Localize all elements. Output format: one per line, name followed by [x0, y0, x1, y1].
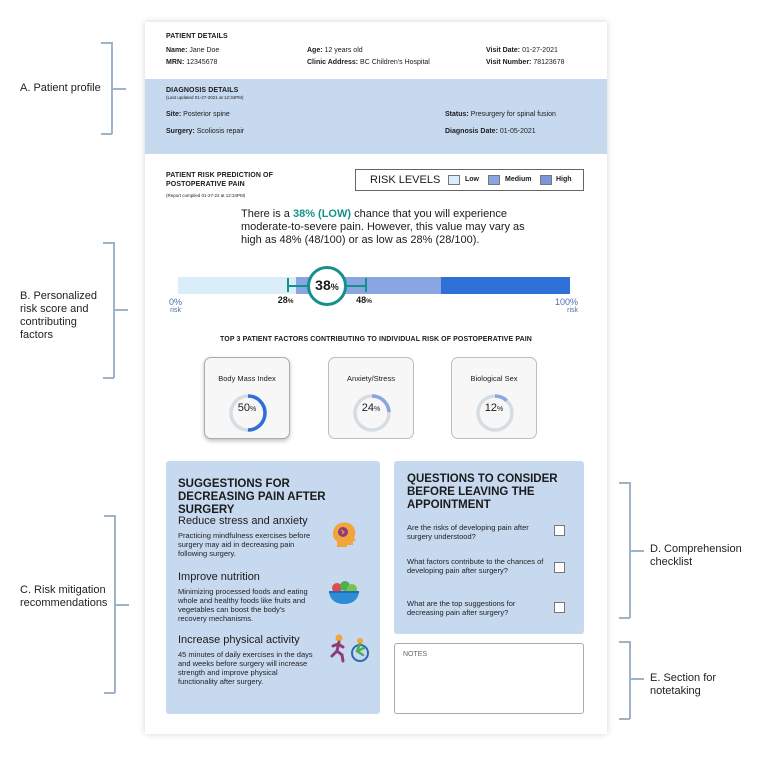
bracket-top: [619, 482, 630, 484]
bracket-line: [629, 641, 631, 719]
legend-swatch-low: [448, 175, 460, 185]
diagnosis-details: DIAGNOSIS DETAILS (Last updated 01-27-20…: [145, 79, 607, 154]
questions-panel: QUESTIONS TO CONSIDER BEFORE LEAVING THE…: [394, 461, 584, 634]
annotation-label-b: B. Personalized risk score and contribut…: [20, 290, 98, 341]
factor-ring: [476, 394, 514, 432]
risk-score-unit: %: [330, 282, 339, 292]
bracket-bottom: [103, 377, 114, 379]
legend-swatch-high: [540, 175, 552, 185]
risk-scale-bar: [178, 277, 570, 294]
legend-swatch-medium: [488, 175, 500, 185]
visit-date: Visit Date: 01-27-2021: [486, 47, 558, 54]
risk-low-label: 28%: [277, 295, 294, 305]
legend-label-high: High: [556, 176, 572, 183]
factor-ring-fill: [476, 394, 514, 432]
question-checkbox[interactable]: [554, 602, 565, 613]
bracket-connector: [115, 604, 129, 606]
question-text: What factors contribute to the chances o…: [407, 557, 544, 575]
diagnosis-site: Site: Posterior spine: [166, 111, 230, 118]
annotation-label-c: C. Risk mitigation recommendations: [20, 584, 108, 609]
risk-compiled: (Report compiled 01-27-22 at 12:34PM): [166, 193, 246, 198]
bracket-bottom: [619, 718, 630, 720]
diagnosis-date: Diagnosis Date: 01-05-2021: [445, 128, 536, 135]
suggestion-body: Minimizing processed foods and eating wh…: [178, 587, 308, 623]
bracket-top: [103, 242, 114, 244]
factor-label: Biological Sex: [470, 374, 518, 383]
head-icon: [332, 522, 356, 547]
diagnosis-heading: DIAGNOSIS DETAILS: [166, 87, 239, 94]
patient-report-page: PATIENT DETAILS Name: Jane Doe MRN: 1234…: [145, 22, 607, 734]
clinic-address: Clinic Address: BC Children's Hospital: [307, 59, 430, 66]
suggestion-title: Reduce stress and anxiety: [178, 515, 308, 527]
bracket-connector: [630, 550, 644, 552]
bracket-top: [104, 515, 115, 517]
bracket-bottom: [619, 617, 630, 619]
exercise-icon: [330, 634, 369, 663]
bracket-bottom: [101, 133, 112, 135]
scale-min-label: 0% risk: [169, 297, 183, 314]
risk-range-low-tick: [286, 278, 289, 292]
risk-heading: PATIENT RISK PREDICTION OF POSTOPERATIVE…: [166, 172, 273, 188]
bracket-bottom: [104, 692, 115, 694]
question-text: Are the risks of developing pain after s…: [407, 523, 529, 541]
risk-value-highlight: 38% (LOW): [292, 208, 352, 220]
factor-ring-fill: [229, 394, 267, 432]
bracket-connector: [112, 88, 126, 90]
legend-label-medium: Medium: [505, 176, 532, 183]
suggestions-panel: SUGGESTIONS FOR DECREASING PAIN AFTER SU…: [166, 461, 380, 714]
risk-scale-segment: [440, 277, 570, 294]
factor-ring: [229, 394, 267, 432]
risk-levels-title: RISK LEVELS: [370, 174, 441, 186]
factor-value: 50%: [237, 402, 257, 414]
salad-bowl-icon: [329, 581, 359, 604]
diagnosis-status: Status: Presurgery for spinal fusion: [445, 111, 556, 118]
suggestion-body: 45 minutes of daily exercises in the day…: [178, 650, 313, 686]
legend-label-low: Low: [465, 176, 479, 183]
notes-heading: NOTES: [403, 651, 428, 658]
annotation-label-e: E. Section for notetaking: [650, 672, 717, 697]
patient-age: Age: 12 years old: [307, 47, 363, 54]
risk-scale-segment: [178, 277, 296, 294]
annotation-label-a: A. Patient profile: [20, 82, 101, 94]
risk-score-number: 38: [315, 277, 331, 293]
questions-heading: QUESTIONS TO CONSIDER BEFORE LEAVING THE…: [407, 473, 558, 511]
factor-ring-fill: [353, 394, 391, 432]
risk-levels-legend: RISK LEVELS Low Medium High: [355, 169, 584, 191]
suggestion-title: Improve nutrition: [178, 571, 260, 583]
scale-max-label: 100% risk: [555, 297, 579, 314]
diagnosis-surgery: Surgery: Scoliosis repair: [166, 128, 245, 135]
factor-label: Anxiety/Stress: [347, 374, 395, 383]
question-text: What are the top suggestions for decreas…: [407, 599, 516, 617]
factors-heading: TOP 3 PATIENT FACTORS CONTRIBUTING TO IN…: [220, 336, 532, 343]
factor-card-bmi[interactable]: Body Mass Index 50%: [204, 357, 290, 439]
annotation-label-d: D. Comprehension checklist: [650, 543, 742, 568]
patient-mrn: MRN: 12345678: [166, 59, 218, 66]
bracket-top: [101, 42, 112, 44]
bracket-connector: [630, 678, 644, 680]
bracket-connector: [114, 309, 128, 311]
notes-area[interactable]: NOTES: [394, 643, 584, 714]
bracket-top: [619, 641, 630, 643]
risk-high-label: 48%: [356, 295, 372, 305]
factor-card-anxiety[interactable]: Anxiety/Stress 24%: [328, 357, 414, 439]
question-checkbox[interactable]: [554, 525, 565, 536]
risk-range-high-tick: [365, 278, 368, 292]
suggestion-body: Practicing mindfulness exercises before …: [178, 531, 311, 558]
patient-details-heading: PATIENT DETAILS: [166, 33, 228, 40]
risk-score-marker: 38%: [306, 266, 347, 306]
factor-card-sex[interactable]: Biological Sex 12%: [451, 357, 537, 439]
patient-name: Name: Jane Doe: [166, 47, 220, 54]
factor-value: 24%: [361, 402, 381, 414]
suggestion-title: Increase physical activity: [178, 634, 300, 646]
factor-label: Body Mass Index: [218, 374, 276, 383]
diagnosis-updated: (Last updated 01-27-2021 at 12:34PM): [166, 95, 244, 100]
factor-ring: [353, 394, 391, 432]
suggestions-heading: SUGGESTIONS FOR DECREASING PAIN AFTER SU…: [178, 478, 326, 516]
factor-value: 12%: [484, 402, 504, 414]
risk-sentence: There is a 38% (LOW) chance that you wil…: [241, 208, 525, 246]
visit-number: Visit Number: 78123678: [486, 59, 565, 66]
question-checkbox[interactable]: [554, 562, 565, 573]
